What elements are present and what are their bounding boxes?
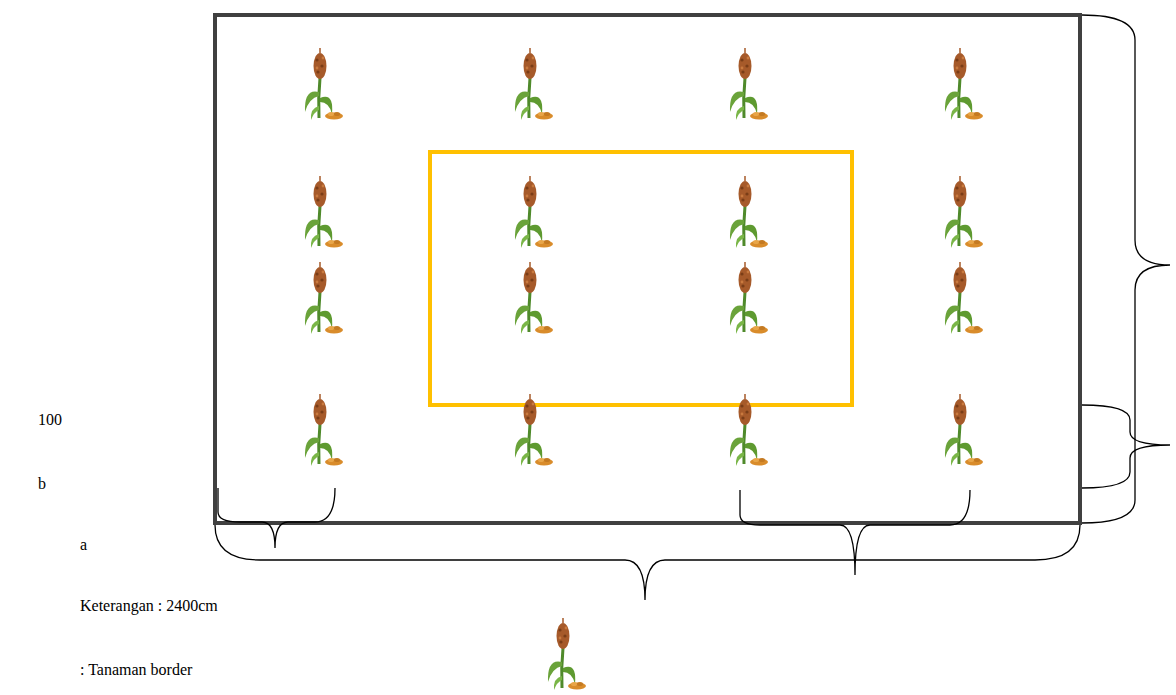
dimension-braces [215,15,1170,600]
dimension-label: a [80,535,87,554]
dimension-label: b [38,474,46,493]
dimension-label: 100 [38,410,62,429]
plot-border [215,15,1080,523]
legend-text: : Tanaman border [80,660,192,679]
sorghum-plants [305,48,983,466]
dimension-label: Keterangan : 2400cm [80,596,218,615]
sample-area [430,152,852,405]
legend-icon [548,618,586,690]
